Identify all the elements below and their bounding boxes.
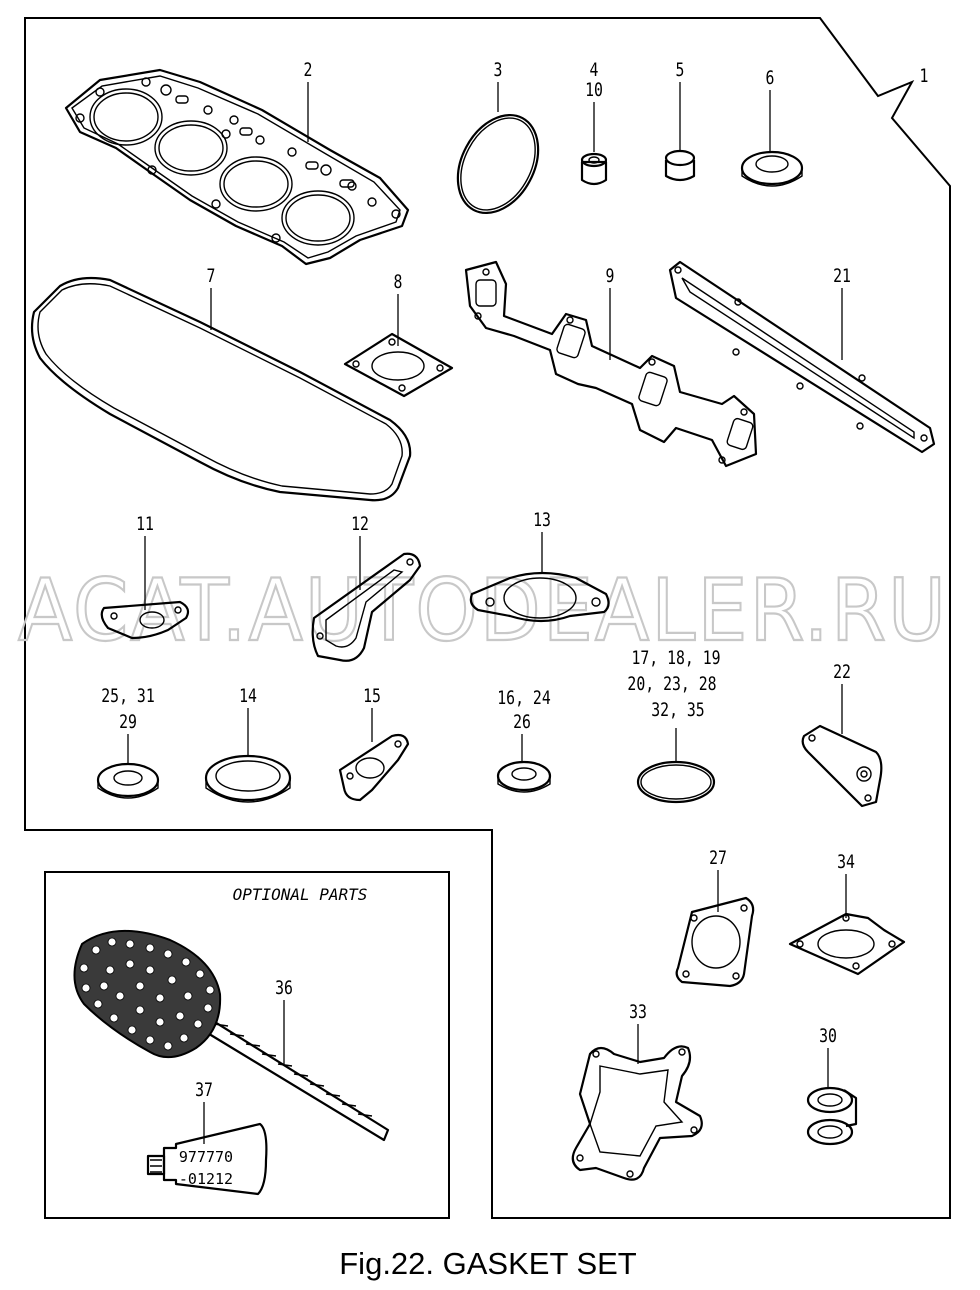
o-ring-small: [636, 760, 716, 804]
water-pump-gasket: [311, 552, 422, 662]
housing-gasket: [571, 1045, 703, 1181]
seal-cap: [664, 149, 696, 182]
pump-flange-gasket: [675, 896, 755, 988]
tube-marking-line2: -01212: [179, 1170, 233, 1188]
callout-22: 22: [833, 661, 851, 683]
optional-parts-box: [44, 871, 450, 1219]
callout-30: 30: [819, 1025, 837, 1047]
callout-1: 1: [920, 65, 929, 87]
callout-8: 8: [394, 271, 403, 293]
callout-33: 33: [629, 1001, 647, 1023]
oval-flange-gasket: [100, 600, 190, 640]
figure-caption: Fig.22. GASKET SET: [339, 1246, 637, 1281]
callout-32-35: 32, 35: [651, 699, 704, 721]
callout-9: 9: [606, 265, 615, 287]
callout-37: 37: [195, 1079, 213, 1101]
square-flange-gasket: [343, 332, 454, 398]
outlet-flange-gasket: [469, 571, 610, 623]
kit-frame: [24, 17, 951, 1219]
thermostat-gasket: [338, 733, 410, 802]
callout-29: 29: [119, 711, 137, 733]
callout-14: 14: [239, 685, 257, 707]
callout-2: 2: [304, 59, 313, 81]
callout-15: 15: [363, 685, 381, 707]
tube-marking-line1: 977770: [179, 1148, 233, 1166]
large-sealing-ring: [204, 754, 292, 803]
cylinder-hone-brush: [73, 930, 390, 1142]
callout-3: 3: [494, 59, 503, 81]
sealing-washer: [740, 150, 804, 187]
intake-manifold-gasket: [464, 260, 758, 468]
callout-25-31: 25, 31: [101, 685, 154, 707]
callout-27: 27: [709, 847, 727, 869]
banjo-washer: [806, 1086, 858, 1146]
callout-20-23-28: 20, 23, 28: [627, 673, 716, 695]
callout-4: 4: [590, 59, 599, 81]
exhaust-manifold-gasket: [668, 260, 936, 454]
callout-11: 11: [136, 513, 154, 535]
sealant-tube: [146, 1122, 268, 1196]
copper-washer-small: [96, 762, 160, 799]
callout-10: 10: [585, 79, 603, 101]
callout-36: 36: [275, 977, 293, 999]
cylinder-head-gasket: [64, 68, 410, 266]
callout-21: 21: [833, 265, 851, 287]
callout-12: 12: [351, 513, 369, 535]
callout-5: 5: [676, 59, 685, 81]
callout-6: 6: [766, 67, 775, 89]
callout-7: 7: [207, 265, 216, 287]
callout-13: 13: [533, 509, 551, 531]
callout-26: 26: [513, 711, 531, 733]
callout-17-18-19: 17, 18, 19: [631, 647, 720, 669]
valve-stem-seal: [580, 152, 608, 186]
diamond-flange-gasket: [788, 912, 906, 976]
rocker-cover-gasket: [30, 276, 412, 502]
o-ring-large: [456, 113, 540, 215]
optional-parts-title: OPTIONAL PARTS: [233, 885, 368, 904]
callout-16-24: 16, 24: [497, 687, 550, 709]
callout-34: 34: [837, 851, 855, 873]
copper-washer-medium: [496, 760, 552, 793]
oil-cooler-gasket: [801, 724, 883, 808]
